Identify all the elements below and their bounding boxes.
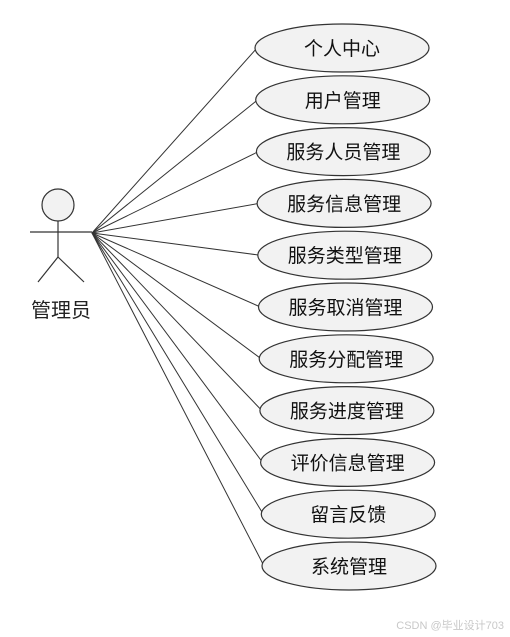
use-case: 服务类型管理 xyxy=(257,230,433,280)
use-case-ellipse xyxy=(259,386,435,436)
association-lines xyxy=(91,47,265,567)
actor-leg-right xyxy=(57,256,85,283)
use-case: 系统管理 xyxy=(261,541,437,591)
use-case-ellipse xyxy=(260,489,436,539)
use-case: 服务进度管理 xyxy=(259,386,435,436)
use-case-ellipse xyxy=(256,178,432,228)
use-case-label: 系统管理 xyxy=(311,556,387,578)
use-case-ellipse xyxy=(261,541,437,591)
use-case: 个人中心 xyxy=(254,23,430,73)
use-case: 服务人员管理 xyxy=(255,127,431,177)
use-case-ellipse xyxy=(257,230,433,280)
use-case: 留言反馈 xyxy=(260,489,436,539)
actor-name: 管理员 xyxy=(31,298,91,322)
use-case-label: 留言反馈 xyxy=(310,504,386,526)
association-line xyxy=(91,202,260,234)
use-cases: 个人中心用户管理服务人员管理服务信息管理服务类型管理服务取消管理服务分配管理服务… xyxy=(254,23,437,591)
use-case-ellipse xyxy=(260,437,436,487)
association-line xyxy=(91,232,264,463)
association-line xyxy=(91,99,259,234)
association-line xyxy=(91,47,258,234)
use-case-ellipse xyxy=(255,75,431,125)
actor-leg-left xyxy=(37,256,59,283)
use-case: 服务取消管理 xyxy=(257,282,434,332)
use-case-label: 服务取消管理 xyxy=(288,297,402,319)
use-case-label: 服务人员管理 xyxy=(286,142,400,164)
watermark: CSDN @毕业设计703 xyxy=(396,620,504,632)
use-case-label: 服务信息管理 xyxy=(287,193,401,215)
use-case: 评价信息管理 xyxy=(260,437,436,487)
association-line xyxy=(91,151,259,234)
use-case-label: 评价信息管理 xyxy=(291,452,405,474)
association-line xyxy=(91,232,264,515)
use-case-label: 服务进度管理 xyxy=(290,401,404,423)
use-case-label: 个人中心 xyxy=(304,38,380,60)
use-case-ellipse xyxy=(254,23,430,73)
use-case-label: 用户管理 xyxy=(305,90,381,112)
use-case: 用户管理 xyxy=(255,75,431,125)
use-case: 服务信息管理 xyxy=(256,178,432,228)
actor-figure xyxy=(30,188,92,283)
use-case-label: 服务分配管理 xyxy=(289,349,403,371)
association-line xyxy=(91,232,262,360)
association-line xyxy=(91,232,260,256)
use-case-ellipse xyxy=(258,334,434,384)
use-case-label: 服务类型管理 xyxy=(288,245,402,267)
use-case: 服务分配管理 xyxy=(258,334,434,384)
use-case-ellipse xyxy=(255,127,431,177)
association-line xyxy=(91,232,261,308)
use-case-ellipse xyxy=(257,282,434,332)
association-line xyxy=(91,232,263,411)
association-line xyxy=(91,232,265,567)
actor-head xyxy=(41,188,75,222)
